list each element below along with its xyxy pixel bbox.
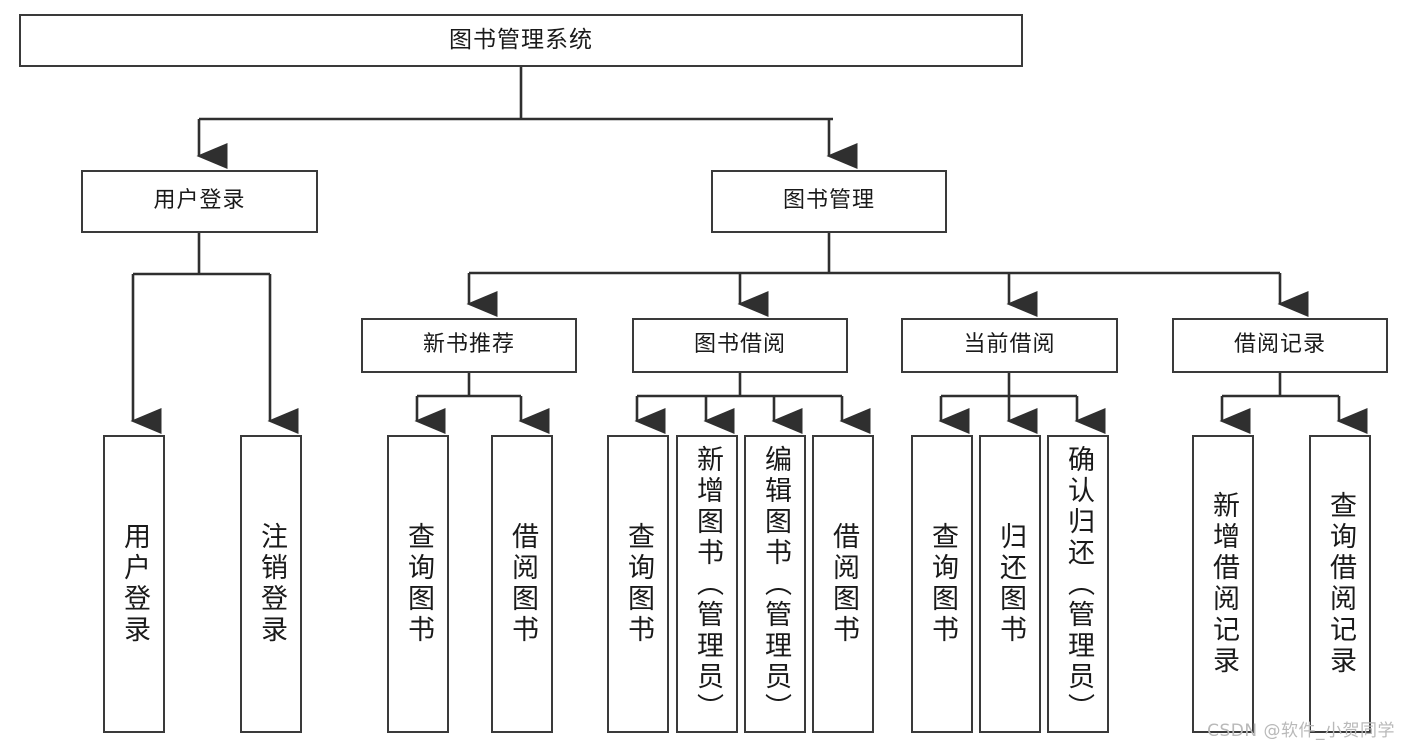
node-label: 当前借阅 [963, 332, 1056, 358]
node-label: 新增借阅记录 [1207, 491, 1239, 677]
node-current-borrow[interactable]: 当前借阅 [901, 318, 1118, 373]
leaf-edit-book-admin[interactable]: 编辑图书（管理员） [744, 435, 806, 733]
node-label: 确认归还（管理员） [1062, 444, 1094, 724]
node-label: 新书推荐 [422, 332, 515, 358]
node-label: 用户登录 [153, 188, 246, 214]
leaf-confirm-return-admin[interactable]: 确认归还（管理员） [1047, 435, 1109, 733]
leaf-query-borrow-record[interactable]: 查询借阅记录 [1309, 435, 1371, 733]
node-label: 查询借阅记录 [1324, 491, 1356, 677]
leaf-add-book-admin[interactable]: 新增图书（管理员） [676, 435, 738, 733]
node-label: 编辑图书（管理员） [759, 444, 791, 724]
leaf-borrow-book[interactable]: 借阅图书 [812, 435, 874, 733]
leaf-borrow-book-recommend[interactable]: 借阅图书 [491, 435, 553, 733]
leaf-query-book-current[interactable]: 查询图书 [911, 435, 973, 733]
node-new-book-recommend[interactable]: 新书推荐 [361, 318, 577, 373]
node-label: 注销登录 [255, 522, 287, 646]
node-label: 图书借阅 [693, 332, 786, 358]
leaf-logout[interactable]: 注销登录 [240, 435, 302, 733]
leaf-add-borrow-record[interactable]: 新增借阅记录 [1192, 435, 1254, 733]
node-label: 用户登录 [118, 522, 150, 646]
leaf-return-book[interactable]: 归还图书 [979, 435, 1041, 733]
leaf-user-login[interactable]: 用户登录 [103, 435, 165, 733]
leaf-query-book-borrow[interactable]: 查询图书 [607, 435, 669, 733]
node-label: 查询图书 [926, 522, 958, 646]
node-label: 图书管理系统 [449, 26, 593, 53]
node-label: 借阅图书 [827, 522, 859, 646]
node-root-book-management-system[interactable]: 图书管理系统 [19, 14, 1023, 67]
node-label: 查询图书 [622, 522, 654, 646]
node-user-login[interactable]: 用户登录 [81, 170, 318, 233]
leaf-query-book-recommend[interactable]: 查询图书 [387, 435, 449, 733]
node-borrow-record[interactable]: 借阅记录 [1172, 318, 1388, 373]
csdn-watermark: CSDN @软件_小贺同学 [1207, 721, 1395, 741]
node-label: 新增图书（管理员） [691, 444, 723, 724]
node-label: 图书管理 [782, 188, 875, 214]
node-label: 借阅图书 [506, 522, 538, 646]
node-label: 借阅记录 [1233, 332, 1326, 358]
node-label: 查询图书 [402, 522, 434, 646]
node-label: 归还图书 [994, 522, 1026, 646]
node-book-borrow[interactable]: 图书借阅 [632, 318, 848, 373]
node-book-management[interactable]: 图书管理 [711, 170, 947, 233]
